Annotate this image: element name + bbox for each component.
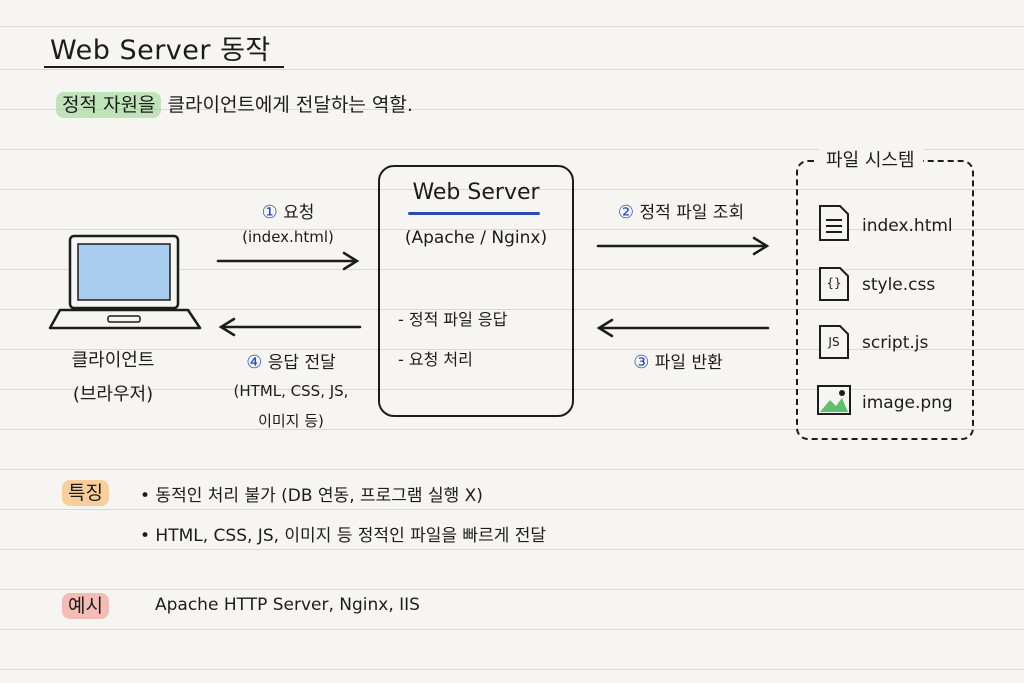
css-file-icon: [819, 267, 849, 301]
lookup-text: 정적 파일 조회: [639, 203, 745, 223]
step-3-number: ③: [633, 352, 650, 373]
js-file-icon: [819, 325, 849, 359]
file-name: style.css: [862, 275, 936, 295]
return-label: ③ 파일 반환: [608, 348, 748, 373]
examples-tag: 예시: [62, 591, 109, 619]
server-item: - 정적 파일 응답: [398, 310, 508, 329]
arrow-lookup: [596, 236, 770, 256]
image-file-icon: [817, 385, 851, 415]
features-tag: 특징: [62, 478, 109, 506]
js-glyph: JS: [828, 335, 840, 349]
web-server-box: [378, 165, 574, 417]
feature-bullet: • HTML, CSS, JS, 이미지 등 정적인 파일을 빠르게 전달: [140, 526, 547, 546]
request-text: 요청: [283, 203, 315, 223]
step-1-number: ①: [261, 202, 278, 223]
laptop-icon: [48, 234, 202, 330]
subtitle: 정적 자원을 클라이언트에게 전달하는 역할.: [56, 90, 413, 118]
file-name: image.png: [862, 393, 953, 413]
response-text: 응답 전달: [267, 353, 336, 373]
title-underline: [44, 66, 284, 68]
arrow-request: [216, 251, 360, 271]
server-title: Web Server: [412, 180, 540, 205]
arrow-response: [218, 317, 362, 337]
page-title: Web Server 동작: [50, 35, 271, 66]
response-sub-1: (HTML, CSS, JS,: [233, 382, 349, 400]
step-2-number: ②: [617, 202, 635, 223]
lookup-label: ② 정적 파일 조회: [596, 198, 766, 223]
server-item: - 요청 처리: [398, 350, 473, 369]
subtitle-highlight: 정적 자원을: [56, 92, 162, 118]
server-title-underline: [408, 212, 540, 215]
client-sub: (브라우저): [72, 384, 154, 405]
feature-bullet: • 동적인 처리 불가 (DB 연동, 프로그램 실행 X): [140, 486, 483, 506]
step-4-number: ④: [246, 352, 263, 373]
examples-text: Apache HTTP Server, Nginx, IIS: [155, 595, 420, 615]
server-subtitle: (Apache / Nginx): [404, 228, 548, 248]
file-system-title: 파일 시스템: [818, 146, 923, 172]
file-name: index.html: [862, 216, 953, 236]
examples-tag-text: 예시: [62, 593, 109, 619]
client-label: 클라이언트: [71, 350, 155, 371]
request-sub: (index.html): [242, 228, 334, 246]
response-label: ④ 응답 전달: [216, 348, 366, 373]
arrow-return: [596, 318, 770, 338]
document-icon: [819, 205, 849, 241]
css-glyph: {}: [826, 276, 842, 290]
features-tag-text: 특징: [62, 480, 109, 506]
subtitle-rest: 클라이언트에게 전달하는 역할.: [167, 94, 413, 116]
request-label: ① 요청: [216, 198, 360, 223]
response-sub-2: 이미지 등): [258, 412, 324, 430]
file-name: script.js: [862, 333, 929, 353]
return-text: 파일 반환: [654, 353, 723, 373]
